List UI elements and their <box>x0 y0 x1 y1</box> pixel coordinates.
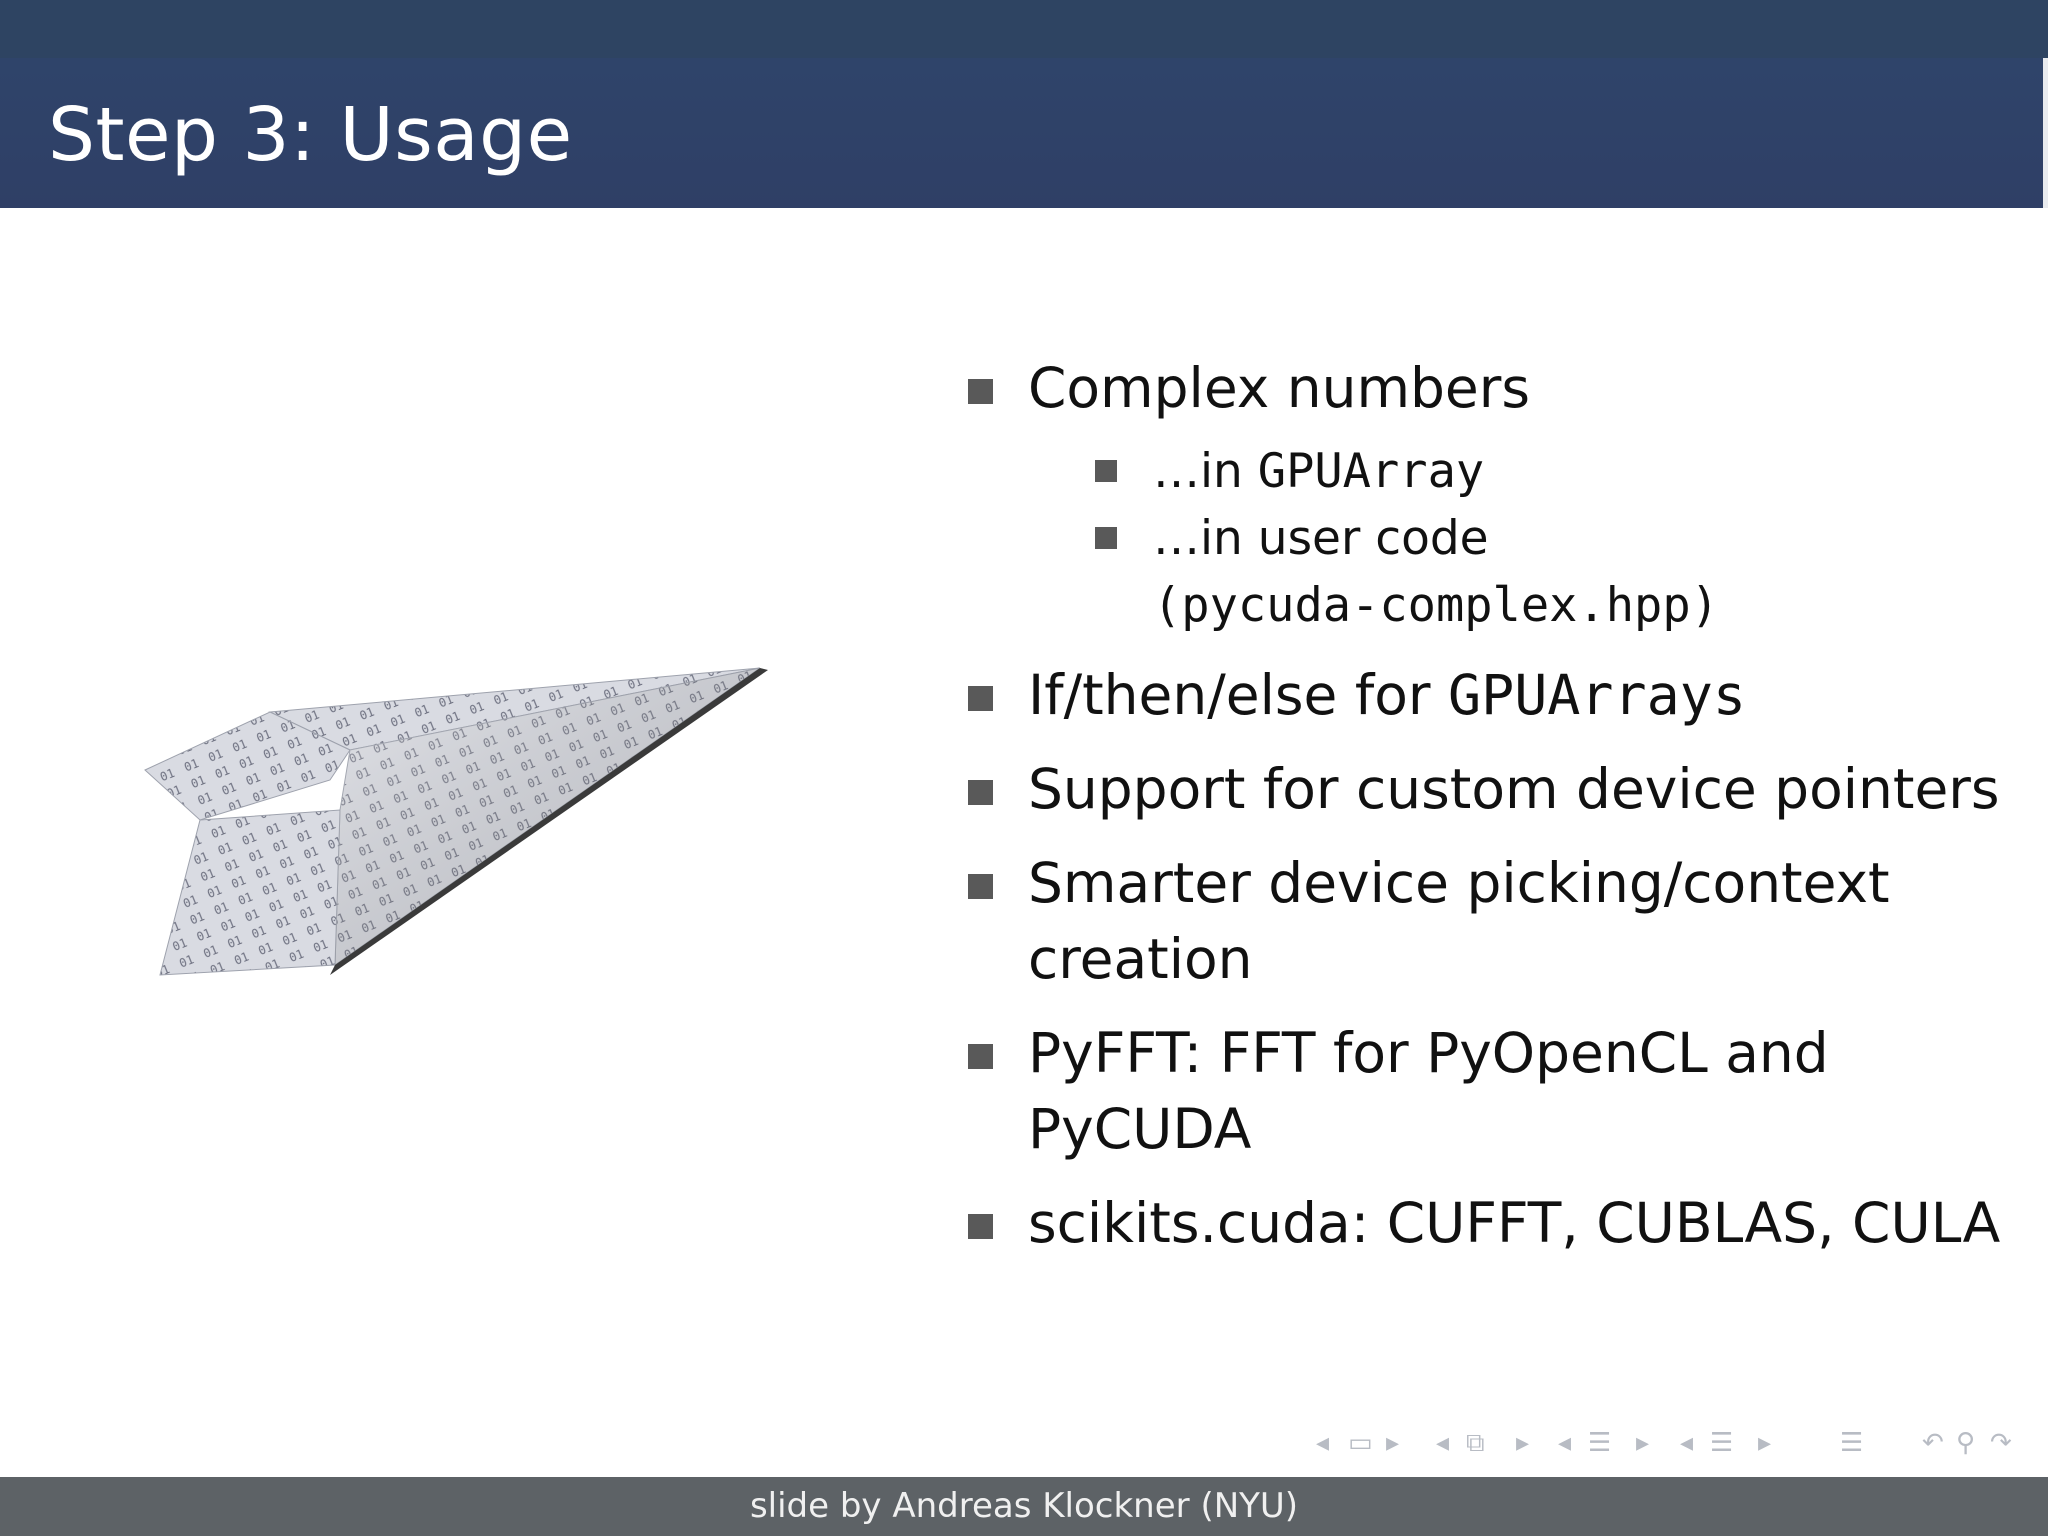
slide-header <box>0 58 2043 208</box>
next-subsection-icon[interactable]: ▸ <box>1516 1428 1530 1458</box>
sub-bullet-gpuarray: …in GPUArray <box>968 438 2028 505</box>
footer-credit: slide by Andreas Klockner (NYU) <box>749 1486 1299 1526</box>
bullet-device-pointers: Support for custom device pointers <box>968 751 2028 827</box>
sub-bullet-list: …in GPUArray …in user code (pycuda-compl… <box>968 438 2028 639</box>
document-icon[interactable]: ☰ <box>1710 1428 1734 1458</box>
next-section-icon[interactable]: ▸ <box>1636 1428 1650 1458</box>
next-document-icon[interactable]: ▸ <box>1758 1428 1772 1458</box>
next-frame-icon[interactable]: ▸ <box>1386 1428 1400 1458</box>
bullet-marker <box>968 874 993 899</box>
frame-icon[interactable]: ▭ <box>1348 1428 1373 1458</box>
paper-plane-illustration: 01 <box>144 667 768 976</box>
bullet-scikits-cuda: scikits.cuda: CUFFT, CUBLAS, CULA <box>968 1185 2028 1261</box>
sub-bullet-marker <box>1095 460 1117 482</box>
section-icon[interactable]: ☰ <box>1588 1428 1612 1458</box>
bullet-pyfft: PyFFT: FFT for PyOpenCL and PyCUDA <box>968 1015 2028 1167</box>
search-icon[interactable]: ⚲ <box>1956 1428 1976 1458</box>
prev-frame-icon[interactable]: ◂ <box>1316 1428 1330 1458</box>
beamer-navigation: ◂ ▭ ▸ ◂ ⧉ ▸ ◂ ☰ ▸ ◂ ☰ ▸ ☰ ↶ ⚲ ↷ <box>1310 1428 2040 1464</box>
bullet-marker <box>968 1214 993 1239</box>
header-edge <box>2043 58 2048 208</box>
prev-section-icon[interactable]: ◂ <box>1558 1428 1572 1458</box>
bullet-marker <box>968 686 993 711</box>
slide-title: Step 3: Usage <box>48 92 573 178</box>
outline-icon[interactable]: ☰ <box>1840 1428 1864 1458</box>
sub-bullet-user-code: …in user code (pycuda-complex.hpp) <box>968 505 2028 639</box>
bullet-device-picking: Smarter device picking/context creation <box>968 845 2028 997</box>
sub-bullet-marker <box>1095 527 1117 549</box>
top-band <box>0 0 2048 58</box>
bullet-marker <box>968 780 993 805</box>
subsection-icon[interactable]: ⧉ <box>1466 1428 1485 1458</box>
bullet-marker <box>968 379 993 404</box>
bullet-if-then-else: If/then/else for GPUArrays <box>968 657 2028 733</box>
prev-subsection-icon[interactable]: ◂ <box>1436 1428 1450 1458</box>
back-icon[interactable]: ↶ <box>1922 1428 1944 1458</box>
bullet-list: Complex numbers …in GPUArray …in user co… <box>968 350 2028 1279</box>
bullet-complex-numbers: Complex numbers <box>968 350 2028 426</box>
bullet-marker <box>968 1044 993 1069</box>
prev-document-icon[interactable]: ◂ <box>1680 1428 1694 1458</box>
slide-footer: slide by Andreas Klockner (NYU) <box>0 1477 2048 1536</box>
forward-icon[interactable]: ↷ <box>1990 1428 2012 1458</box>
